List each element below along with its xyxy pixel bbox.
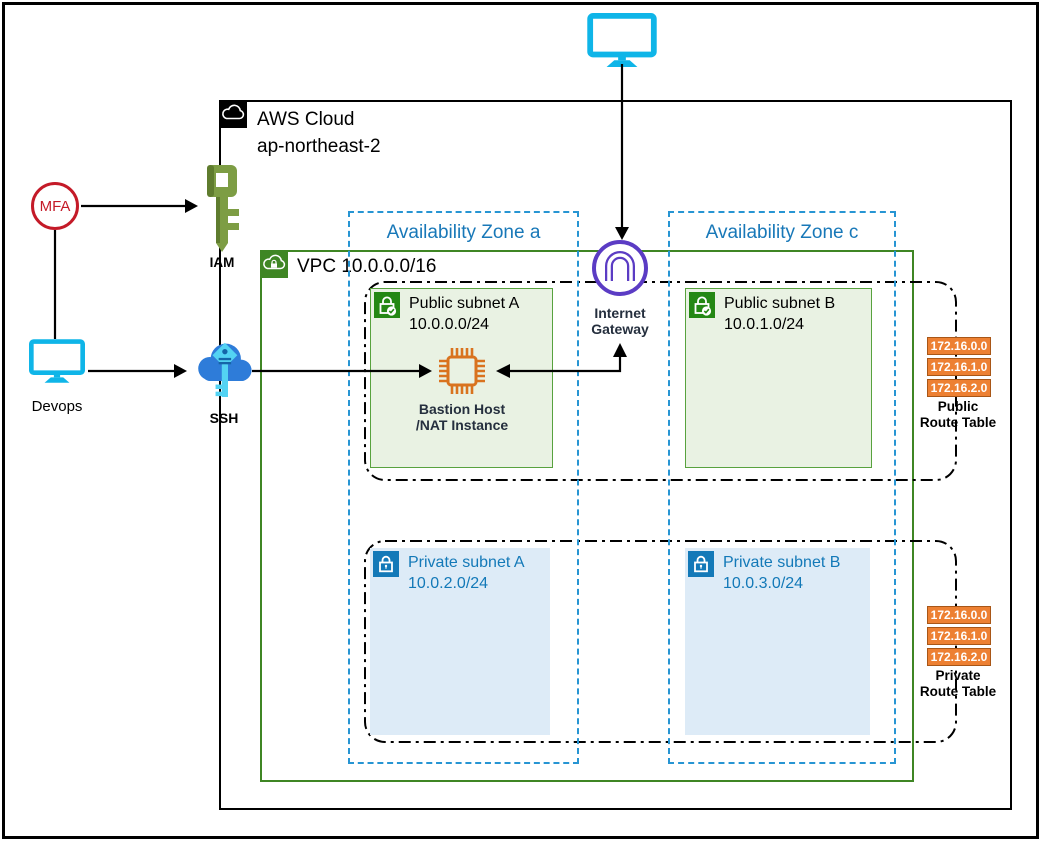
- key-icon: [197, 163, 247, 253]
- route-entry: 172.16.0.0: [927, 606, 991, 624]
- route-table-title-line: Public: [937, 399, 979, 414]
- vpc-cloud-lock-icon: [260, 250, 288, 278]
- label-line: Bastion Host: [418, 401, 506, 417]
- lock-icon: [688, 551, 714, 577]
- internet-gateway-label: Internet Gateway: [570, 305, 670, 337]
- region-name: AWS Cloud: [257, 109, 355, 130]
- route-table-title-line: Private: [935, 668, 981, 683]
- cloud-key-icon: [192, 334, 256, 412]
- mfa-node: MFA: [31, 182, 79, 230]
- subnet-name: Public subnet A: [409, 295, 520, 312]
- subnet-cidr: 10.0.2.0/24: [408, 575, 489, 592]
- availability-zone-c-box: Availability Zone c: [668, 211, 896, 764]
- subnet-cidr: 10.0.1.0/24: [724, 316, 805, 333]
- route-table-title-line: Route Table: [919, 684, 997, 699]
- private-route-table-label: Private Route Table: [898, 668, 1018, 700]
- vpc-box: [260, 250, 914, 782]
- aws-cloud-icon: [219, 100, 247, 128]
- public-subnet-b: Public subnet B 10.0.1.0/24: [685, 288, 872, 468]
- gateway-arch-icon: [591, 239, 649, 297]
- lock-check-icon: [689, 292, 715, 318]
- monitor-icon: [587, 13, 657, 67]
- bastion-label: Bastion Host /NAT Instance: [382, 401, 542, 433]
- availability-zone-a-label: Availability Zone a: [386, 222, 541, 243]
- label-line: Gateway: [591, 321, 649, 337]
- label-line: Internet: [594, 305, 646, 321]
- availability-zone-c-label: Availability Zone c: [705, 222, 859, 243]
- ssh-label: SSH: [209, 410, 239, 426]
- region-title: AWS Cloud ap-northeast-2: [257, 106, 381, 160]
- private-subnet-b: Private subnet B 10.0.3.0/24: [685, 548, 870, 735]
- region-code: ap-northeast-2: [257, 136, 381, 157]
- public-route-table-label: Public Route Table: [898, 399, 1018, 431]
- label-line: /NAT Instance: [415, 417, 509, 433]
- iam-label: IAM: [209, 255, 235, 270]
- subnet-name: Private subnet B: [723, 554, 841, 571]
- public-subnet-a: Public subnet A 10.0.0.0/24: [370, 288, 553, 468]
- aws-cloud-region-box: [219, 100, 1012, 810]
- route-entry: 172.16.1.0: [927, 358, 991, 376]
- lock-check-icon: [374, 292, 400, 318]
- private-subnet-a: Private subnet A 10.0.2.0/24: [370, 548, 550, 735]
- devops-label: Devops: [31, 398, 83, 415]
- mfa-label: MFA: [39, 197, 71, 215]
- route-entry: 172.16.2.0: [927, 648, 991, 666]
- route-entry: 172.16.1.0: [927, 627, 991, 645]
- route-entry: 172.16.0.0: [927, 337, 991, 355]
- subnet-cidr: 10.0.0.0/24: [409, 316, 490, 333]
- chip-icon: [434, 343, 490, 399]
- route-table-title-line: Route Table: [919, 415, 997, 430]
- subnet-name: Private subnet A: [408, 554, 525, 571]
- subnet-cidr: 10.0.3.0/24: [723, 575, 804, 592]
- monitor-icon: [29, 339, 85, 383]
- subnet-name: Public subnet B: [724, 295, 836, 312]
- availability-zone-a-box: Availability Zone a: [348, 211, 579, 764]
- vpc-title: VPC 10.0.0.0/16: [297, 256, 437, 277]
- lock-icon: [373, 551, 399, 577]
- route-entry: 172.16.2.0: [927, 379, 991, 397]
